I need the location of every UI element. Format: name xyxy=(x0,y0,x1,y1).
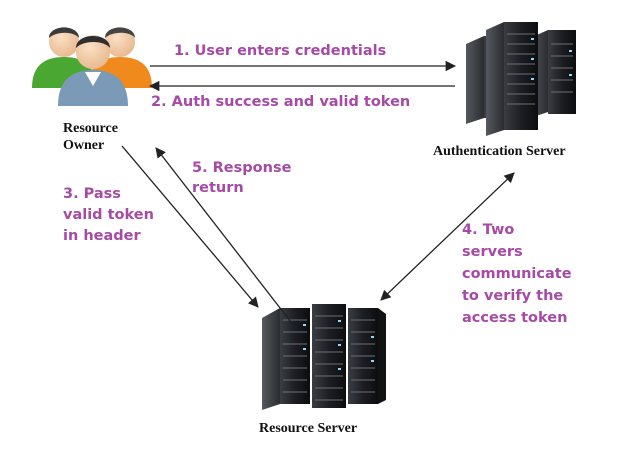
step4-label-line2: servers xyxy=(462,244,523,260)
step3-label-line2: valid token xyxy=(63,207,154,223)
step3-label-line3: in header xyxy=(63,228,141,244)
step-labels: 1. User enters credentials 2. Auth succe… xyxy=(63,43,572,326)
step4-label-line4: to verify the xyxy=(462,288,563,304)
step4-label-line1: 4. Two xyxy=(462,222,514,238)
arrow-step3 xyxy=(121,145,259,308)
step4-label-line3: communicate xyxy=(462,266,572,282)
arrow-step4 xyxy=(380,172,515,301)
step1-label: 1. User enters credentials xyxy=(174,43,386,59)
auth-server-label: Authentication Server xyxy=(433,144,566,159)
flow-arrows xyxy=(121,60,515,327)
step5-label-line1: 5. Response xyxy=(192,160,292,176)
resource-owner-node: Resource Owner xyxy=(32,27,152,153)
resource-owner-label-line2: Owner xyxy=(63,138,104,153)
resource-server-node: Resource Server xyxy=(259,304,386,436)
server-rack-icon xyxy=(466,22,576,136)
step4-label-line5: access token xyxy=(462,310,567,326)
step5-label-line2: return xyxy=(192,180,244,196)
auth-server-node: Authentication Server xyxy=(433,22,576,159)
resource-owner-label-line1: Resource xyxy=(63,121,118,136)
step2-label: 2. Auth success and valid token xyxy=(151,94,410,110)
arrow-step5 xyxy=(155,147,295,327)
step3-label-line1: 3. Pass xyxy=(63,186,121,202)
server-rack-icon xyxy=(262,304,386,410)
users-group-icon xyxy=(32,27,152,106)
resource-server-label: Resource Server xyxy=(259,421,357,436)
